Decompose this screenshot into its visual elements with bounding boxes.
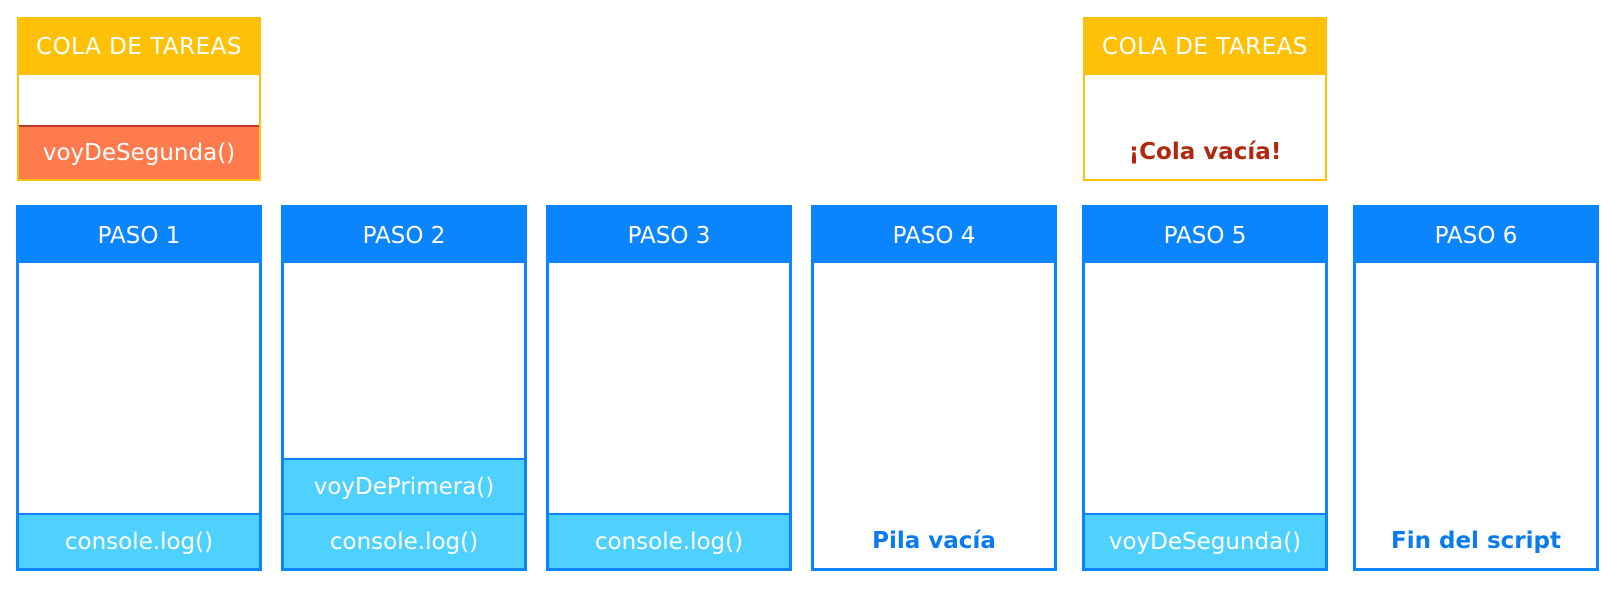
- task-queue-step1: COLA DE TAREAS voyDeSegunda(): [17, 17, 261, 181]
- step-title: PASO 1: [19, 208, 259, 263]
- step-title: PASO 4: [814, 208, 1054, 263]
- task-queue-title: COLA DE TAREAS: [19, 19, 259, 75]
- stack-frame-console-log: console.log(): [19, 513, 259, 568]
- queue-empty-label: ¡Cola vacía!: [1128, 139, 1282, 165]
- step-title: PASO 2: [284, 208, 524, 263]
- stack-empty-label: Pila vacía: [872, 527, 996, 554]
- call-stack-step-5: PASO 5 voyDeSegunda(): [1082, 205, 1328, 571]
- stack-frame-console-log: console.log(): [284, 513, 524, 568]
- step-title: PASO 3: [549, 208, 789, 263]
- stack-frame-voydesegunda: voyDeSegunda(): [1085, 513, 1325, 568]
- call-stack-step-1: PASO 1 console.log(): [16, 205, 262, 571]
- call-stack-step-3: PASO 3 console.log(): [546, 205, 792, 571]
- task-queue-step5: COLA DE TAREAS ¡Cola vacía!: [1083, 17, 1327, 181]
- task-queue-title: COLA DE TAREAS: [1085, 19, 1325, 75]
- end-of-script-label: Fin del script: [1391, 527, 1561, 554]
- queue-item-voydesegunda: voyDeSegunda(): [19, 125, 259, 179]
- call-stack-step-6: PASO 6 Fin del script: [1353, 205, 1599, 571]
- call-stack-step-2: PASO 2 voyDePrimera() console.log(): [281, 205, 527, 571]
- step-title: PASO 5: [1085, 208, 1325, 263]
- step-title: PASO 6: [1356, 208, 1596, 263]
- stack-frame-voydeprimera: voyDePrimera(): [284, 458, 524, 513]
- stack-frame-console-log: console.log(): [549, 513, 789, 568]
- call-stack-step-4: PASO 4 Pila vacía: [811, 205, 1057, 571]
